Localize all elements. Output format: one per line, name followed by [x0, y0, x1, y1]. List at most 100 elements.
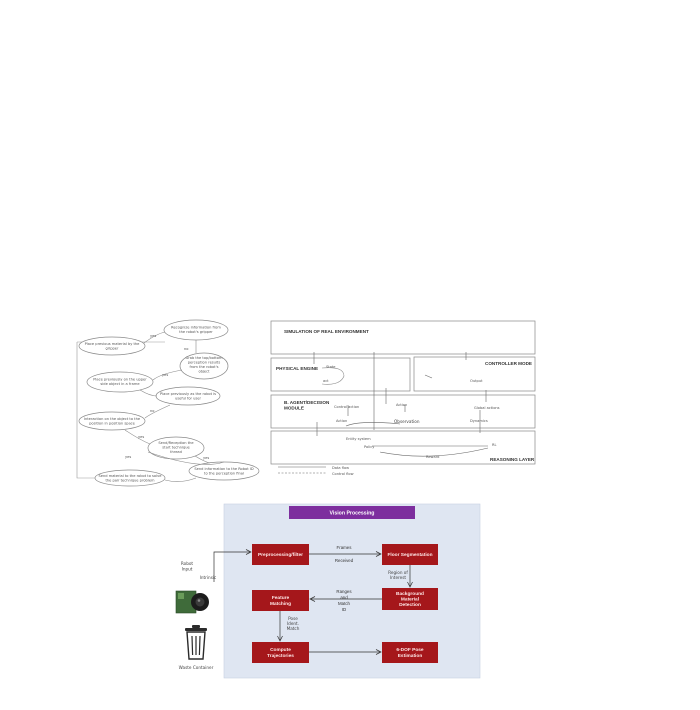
arch-label-entity: Entity system: [346, 437, 371, 441]
arrow-label-range-2: and: [340, 595, 348, 600]
flow-node-4: Place previously on the upper side objec…: [86, 371, 154, 393]
flow-node-2: Place previous material by the gripper: [78, 336, 146, 356]
arch-label-state: State: [326, 365, 336, 369]
bin-label: Waste Container: [179, 665, 214, 670]
flow-node-4-line-2: side object in a frame: [100, 382, 140, 386]
arch-label-act: act: [323, 379, 329, 383]
flow-node-9-line-1: Send material to the robot to solve: [99, 474, 163, 478]
box-feature-matching-line-1: Feature: [272, 595, 290, 601]
flow-node-2-line-1: Place previous material by the: [85, 342, 141, 346]
flow-edge-label-4: no: [150, 409, 154, 413]
flow-edge-label-6: yes: [203, 456, 209, 460]
arrow-label-frames-2: Received: [335, 558, 354, 563]
flow-node-5-line-1: Place previously as the robot is: [160, 392, 216, 396]
flow-node-3-line-4: object: [198, 370, 210, 374]
legend-data-flow: Data flow: [332, 466, 349, 470]
flow-node-9: Send material to the robot to solve the …: [94, 469, 166, 487]
flow-node-2-line-2: gripper: [105, 347, 119, 351]
physics-loop: [321, 367, 345, 385]
flow-node-9-line-2: the pair technique problem: [105, 479, 155, 483]
box-pose-line-2: Estimation: [398, 653, 423, 659]
flow-node-7-line-1: Send/Reception the: [158, 441, 194, 445]
arch-label-policy: Policy: [364, 445, 375, 449]
flow-node-1-line-1: Recognize information from: [171, 326, 221, 330]
flow-node-8: Send information to the Robot ID to the …: [188, 461, 260, 481]
pipeline-arrows: [213, 549, 413, 655]
arrow-label-input: Intrinsic: [200, 575, 217, 580]
box-preprocessing-label: Preprocessing/filter: [258, 552, 303, 558]
controller-box: [413, 356, 536, 392]
arch-label-control-action: Control action: [334, 405, 359, 409]
box-compute-line-1: Compute: [270, 647, 291, 653]
flow-node-5-line-2: useful for user: [175, 397, 201, 401]
flow-node-3-line-2: perception results: [188, 361, 221, 365]
flow-node-3: Grab the top/bottom perception results f…: [179, 352, 229, 380]
flow-node-1: Recognize information from the robot's g…: [163, 319, 229, 341]
pipeline-title-bar: [289, 506, 415, 519]
flow-node-8-line-2: to the perception final: [204, 472, 244, 476]
flow-node-6-line-1: Interaction on the object to the: [84, 417, 141, 421]
arrow-label-pose-match-3: Match: [287, 626, 300, 631]
architecture-panel: SIMULATION OF REAL ENVIRONMENT PHYSICAL …: [270, 320, 536, 476]
arch-label-global-actions: Global actions: [474, 406, 500, 410]
flow-node-7: Send/Reception the start technique threa…: [147, 436, 205, 460]
box-pose-estimation: 6-DOF Pose Estimation: [382, 642, 438, 663]
reasoning-box: [270, 430, 536, 465]
camera-label-line-1: Robot: [181, 561, 194, 566]
arrow-label-range-4: ID: [342, 607, 346, 612]
arrow-label-refine-1: Region of: [388, 570, 408, 575]
flow-edge-label-5: yes: [138, 435, 144, 439]
box-material-detection-line-1: Background: [396, 591, 424, 597]
camera-icon: [175, 590, 209, 614]
arrow-label-range-1: Ranges: [336, 589, 352, 594]
arch-label-observation: Observation: [394, 419, 420, 424]
flow-edges: [124, 331, 225, 482]
agent-box: [270, 394, 536, 429]
flow-node-3-line-3: from the robot's: [190, 365, 219, 369]
box-preprocessing: Preprocessing/filter: [252, 544, 309, 565]
box-compute-trajectories: Compute Trajectories: [252, 642, 309, 663]
arch-label-rl: RL: [492, 443, 497, 447]
flow-edge-label-1: yes: [150, 334, 156, 338]
sim-env-box: [270, 320, 536, 355]
arch-label-output: Output: [470, 379, 483, 383]
flow-node-7-line-3: thread: [170, 450, 182, 454]
box-compute-line-2: Trajectories: [267, 653, 294, 659]
arrow-label-frames-1: Frames: [337, 545, 353, 550]
flow-node-3-line-1: Grab the top/bottom: [185, 356, 223, 360]
flow-edge-label-2: no: [184, 347, 188, 351]
arch-label-action: Action: [396, 403, 407, 407]
reasoning-label: REASONING LAYER: [490, 457, 535, 462]
box-feature-matching-line-2: Matching: [270, 601, 291, 607]
box-floor-segmentation: Floor Segmentation: [382, 544, 438, 565]
architecture-legend: Data flow Control flow: [278, 466, 354, 476]
vision-pipeline: Vision Processing Preprocessing/filter F…: [175, 503, 481, 679]
flow-node-5: Place previously as the robot is useful …: [155, 386, 221, 406]
arrow-label-range-3: Match: [338, 601, 351, 606]
box-feature-matching: Feature Matching: [252, 590, 309, 611]
agent-label-line-1: B. AGENT/DECISION: [284, 400, 330, 405]
flow-node-8-line-1: Send information to the Robot ID: [194, 467, 253, 471]
arch-label-action-bottom: Action: [336, 419, 347, 423]
arch-label-dynamics: Dynamics: [470, 419, 488, 423]
pipeline-title: Vision Processing: [330, 511, 375, 517]
arrow-label-pose-match-2: Ident.: [287, 621, 299, 626]
controller-label: CONTROLLER MODE: [485, 361, 532, 366]
flow-node-4-line-1: Place previously on the upper: [93, 378, 147, 382]
box-pose-line-1: 6-DOF Pose: [396, 647, 424, 653]
trash-bin-icon: [185, 625, 207, 660]
box-material-detection: Background Material Detection: [382, 588, 438, 610]
legend-control-flow: Control flow: [332, 472, 354, 476]
flowchart-panel: Recognize information from the robot's g…: [72, 319, 260, 487]
architecture-arrows: [313, 352, 489, 457]
sim-env-title: SIMULATION OF REAL ENVIRONMENT: [284, 329, 369, 334]
flow-node-1-line-2: the robot's gripper: [179, 330, 213, 334]
flow-node-6: Interaction on the object to the positio…: [78, 411, 146, 431]
flow-node-6-line-2: position in position space: [89, 422, 136, 426]
physical-engine-label: PHYSICAL ENGINE: [276, 366, 318, 371]
box-material-detection-line-2: Material: [401, 597, 419, 603]
physical-engine-box: [270, 357, 411, 392]
agent-label-line-2: MODULE: [284, 406, 304, 411]
flow-node-7-line-2: start technique: [162, 446, 190, 450]
